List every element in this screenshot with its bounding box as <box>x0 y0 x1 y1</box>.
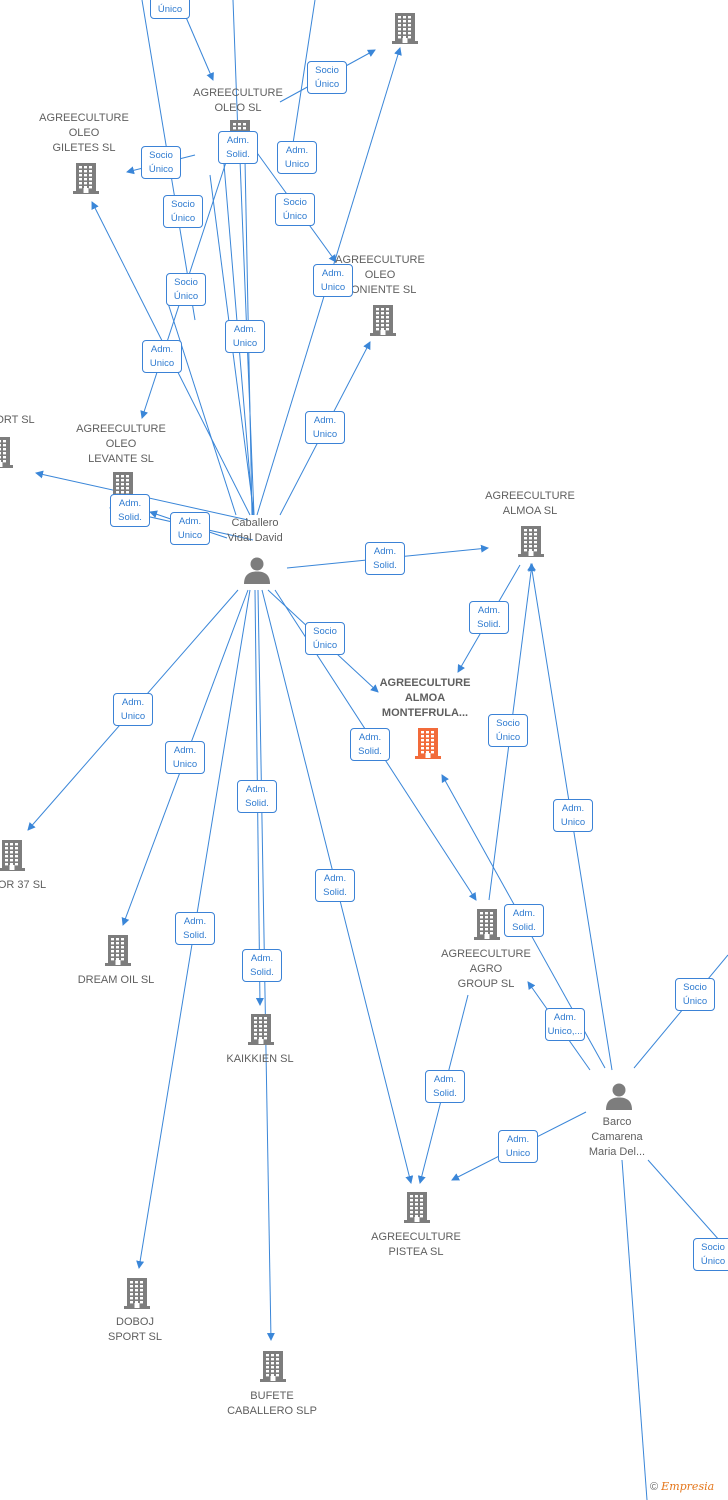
relation-edge <box>291 0 316 151</box>
relation-badge[interactable]: Socio Único <box>141 146 181 179</box>
relation-badge[interactable]: Adm. Solid. <box>350 728 390 761</box>
relation-badge[interactable]: Socio Único <box>150 0 190 19</box>
relation-badge[interactable]: Adm. Solid. <box>469 601 509 634</box>
node-name: Barco Camarena Maria Del... <box>588 1116 646 1158</box>
relation-badge[interactable]: Adm. Solid. <box>242 949 282 982</box>
node-name: OLEOSUR SL <box>340 0 470 3</box>
node-name: AGREECULTURE OLEO LEVANTE SL <box>76 423 166 465</box>
relation-badge[interactable]: Adm. Unico <box>225 320 265 353</box>
relation-badge[interactable]: Adm. Solid. <box>237 780 277 813</box>
relation-badge[interactable]: Adm. Solid. <box>504 904 544 937</box>
person-node-label[interactable]: Caballero Vidal David <box>190 516 320 546</box>
relation-edge <box>184 14 214 81</box>
node-name: KAIKKIEN SL <box>226 1053 294 1065</box>
relation-badge[interactable]: Adm. Solid. <box>315 869 355 902</box>
relation-badge[interactable]: Adm. Unico,... <box>545 1008 585 1041</box>
copyright-symbol: © <box>650 1481 659 1493</box>
company-node-label[interactable]: AGREECULTURE ALMOA MONTEFRULA... <box>360 676 490 721</box>
relation-badge[interactable]: Adm. Unico <box>170 512 210 545</box>
company-node-label[interactable]: AGREECULTURE OLEO SL <box>173 86 303 116</box>
relation-badge[interactable]: Adm. Unico <box>165 741 205 774</box>
node-name: BUFETE CABALLERO SLP <box>227 1390 317 1417</box>
relation-badge[interactable]: Socio Único <box>693 1238 728 1271</box>
relation-badge[interactable]: Adm. Solid. <box>175 912 215 945</box>
company-node-label[interactable]: ORT SL <box>0 413 80 428</box>
node-name: AGREECULTURE OLEO SL <box>193 87 283 114</box>
relation-badge[interactable]: Socio Único <box>275 193 315 226</box>
company-node-label[interactable]: AGREECULTURE OLEO PONIENTE SL <box>315 253 445 298</box>
brand-logo-text: Empresia <box>661 1480 715 1493</box>
company-node-label[interactable]: KAIKKIEN SL <box>195 1052 325 1067</box>
relation-badge[interactable]: Socio Único <box>305 622 345 655</box>
relation-badge[interactable]: Adm. Unico <box>277 141 317 174</box>
relation-badge[interactable]: Socio Único <box>488 714 528 747</box>
building-icon[interactable] <box>71 161 101 200</box>
relation-badge[interactable]: Adm. Unico <box>553 799 593 832</box>
node-name: AGREECULTURE ALMOA MONTEFRULA... <box>379 677 471 719</box>
node-name: OR 37 SL <box>0 879 47 891</box>
node-name: Caballero Vidal David <box>227 517 283 544</box>
company-node-label[interactable]: AGREECULTURE OLEO GILETES SL <box>19 111 149 156</box>
footer-credit: © Empresia <box>650 1480 714 1493</box>
person-icon[interactable] <box>604 1081 634 1116</box>
building-icon[interactable] <box>390 11 420 50</box>
node-name: AGREECULTURE AGRO GROUP SL <box>441 948 531 990</box>
node-name: DOBOJ SPORT SL <box>107 1316 162 1343</box>
building-icon[interactable] <box>368 303 398 342</box>
relation-edge <box>621 1159 648 1500</box>
building-icon[interactable] <box>402 1190 432 1229</box>
node-name: AGREECULTURE OLEO PONIENTE SL <box>335 254 425 296</box>
building-icon[interactable] <box>0 838 27 877</box>
person-node-label[interactable]: Barco Camarena Maria Del... <box>552 1115 682 1160</box>
relation-edge <box>633 954 728 1069</box>
company-node-label[interactable]: DREAM OIL SL <box>51 973 181 988</box>
relation-badge[interactable]: Adm. Unico <box>142 340 182 373</box>
node-name: AGREECULTURE OLEO GILETES SL <box>39 112 129 154</box>
relation-badge[interactable]: Socio Único <box>166 273 206 306</box>
building-icon[interactable] <box>258 1349 288 1388</box>
relation-badge[interactable]: Adm. Solid. <box>110 494 150 527</box>
building-icon[interactable] <box>103 933 133 972</box>
company-node-label[interactable]: AGREECULTURE PISTEA SL <box>351 1230 481 1260</box>
relation-edge <box>166 299 237 516</box>
relation-badge[interactable]: Adm. Solid. <box>218 131 258 164</box>
node-name: ORT SL <box>0 414 35 426</box>
relation-badge[interactable]: Socio Único <box>307 61 347 94</box>
relation-badge[interactable]: Adm. Solid. <box>425 1070 465 1103</box>
relation-badge[interactable]: Socio Único <box>675 978 715 1011</box>
node-name: DREAM OIL SL <box>77 974 155 986</box>
company-node-label[interactable]: DOBOJ SPORT SL <box>70 1315 200 1345</box>
relation-edge <box>232 0 239 136</box>
relation-edge <box>647 1159 728 1251</box>
person-icon[interactable] <box>242 555 272 590</box>
building-icon[interactable] <box>413 726 443 765</box>
relation-badge[interactable]: Adm. Unico <box>305 411 345 444</box>
building-icon[interactable] <box>516 524 546 563</box>
building-icon[interactable] <box>246 1012 276 1051</box>
relation-badge[interactable]: Adm. Unico <box>113 693 153 726</box>
node-name: AGREECULTURE PISTEA SL <box>371 1231 461 1258</box>
building-icon[interactable] <box>0 435 15 474</box>
company-node-label[interactable]: AGREECULTURE OLEO LEVANTE SL <box>56 422 186 467</box>
relation-badge[interactable]: Adm. Unico <box>498 1130 538 1163</box>
company-node-label[interactable]: AGREECULTURE AGRO GROUP SL <box>421 947 551 992</box>
company-node-label[interactable]: OR 37 SL <box>0 878 87 893</box>
building-icon[interactable] <box>472 907 502 946</box>
company-node-label[interactable]: OLEOSUR SL <box>340 0 470 3</box>
node-name: AGREECULTURE ALMOA SL <box>485 490 575 517</box>
relation-badge[interactable]: Adm. Solid. <box>365 542 405 575</box>
company-node-label[interactable]: AGREECULTURE ALMOA SL <box>465 489 595 519</box>
building-icon[interactable] <box>122 1276 152 1315</box>
relation-badge[interactable]: Socio Único <box>163 195 203 228</box>
relation-badge[interactable]: Adm. Unico <box>313 264 353 297</box>
company-node-label[interactable]: BUFETE CABALLERO SLP <box>207 1389 337 1419</box>
